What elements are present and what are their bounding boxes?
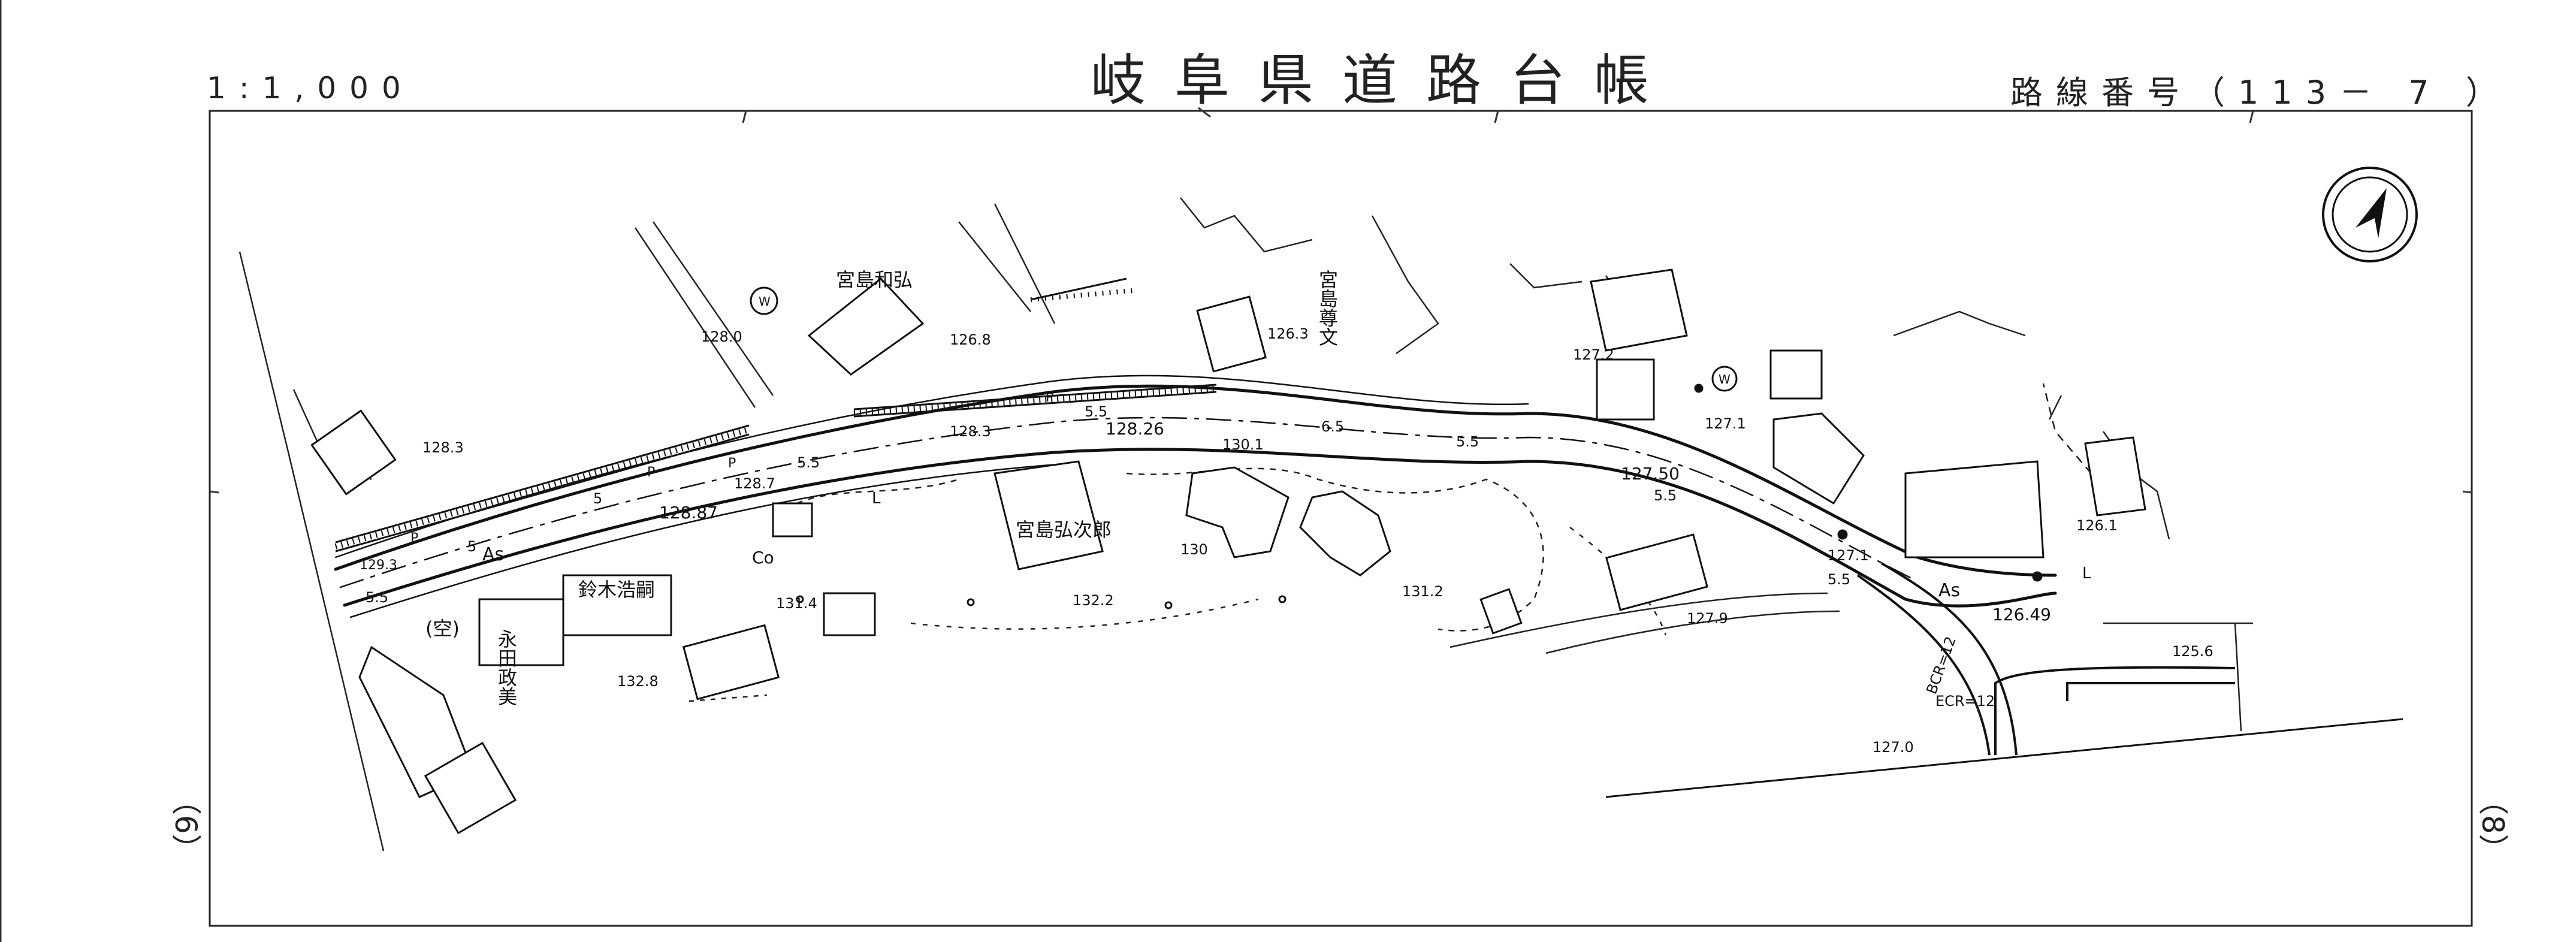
elevation-label: 131.2	[1402, 583, 1443, 600]
width-label: 5.5	[1654, 487, 1677, 504]
elevation-label: 127.1	[1705, 415, 1746, 432]
map-frame	[209, 110, 2473, 927]
elevation-label: 128.26	[1106, 419, 1164, 439]
elevation-label: 131.4	[776, 595, 817, 612]
sheet-link-left: （6）	[168, 785, 203, 864]
p-mark: P	[728, 456, 736, 471]
elevation-label: 127.0	[1873, 739, 1914, 756]
elevation-label: 126.8	[950, 331, 991, 348]
elevation-label: 127.9	[1687, 610, 1728, 627]
width-label: 5.5	[1828, 571, 1850, 588]
owner-label: (空)	[425, 617, 460, 640]
width-label: 5	[593, 490, 602, 507]
elevation-label: 128.0	[701, 328, 742, 345]
elevation-label: 129.3	[360, 558, 397, 573]
width-label: 5.5	[1085, 403, 1107, 420]
curve-mark: L	[872, 490, 881, 508]
buildings	[310, 268, 2146, 835]
width-label: 5.5	[366, 589, 388, 606]
curve-mark: L	[2082, 564, 2091, 582]
elevation-label: 127.50	[1621, 464, 1680, 484]
elevation-label: 132.2	[1073, 592, 1114, 609]
owner-label: 宮島弘次郎	[1016, 518, 1112, 541]
owner-label: 永田政美	[495, 629, 518, 706]
elevation-label: 126.49	[1992, 605, 2051, 624]
side-road	[1605, 562, 2403, 798]
elevation-label: 126.1	[2076, 517, 2118, 534]
well-label: W	[759, 294, 771, 309]
width-label: 5.5	[1456, 433, 1479, 450]
route-number: 路線番号（113－ 7 ）	[2010, 74, 2511, 111]
elevation-label: 128.3	[422, 439, 464, 456]
elevation-label: 132.8	[617, 673, 659, 690]
elevation-label: 126.3	[1267, 325, 1309, 342]
surface-label: As	[482, 544, 504, 565]
p-mark: P	[410, 531, 418, 546]
retaining-wall	[334, 277, 1217, 552]
owner-label: 宮島尊文	[1316, 270, 1339, 346]
elevation-label: 128.7	[734, 475, 775, 492]
elevation-label: 128.3	[950, 423, 991, 440]
width-label: 5	[467, 538, 476, 555]
elevation-label: 127.2	[1573, 346, 1614, 363]
page-title: 岐阜県道路台帳	[1091, 49, 1678, 113]
width-label: 6.5	[1321, 418, 1344, 435]
surface-label: As	[1938, 580, 1960, 601]
owner-label: 鈴木浩嗣	[578, 578, 655, 601]
curve-label: ECR=12	[1935, 693, 1995, 709]
p-mark: P	[647, 465, 655, 480]
conc-label: Co	[752, 548, 774, 567]
well-label: W	[1719, 372, 1731, 387]
elevation-label: 130.1	[1222, 436, 1264, 453]
elevation-label: 130	[1180, 541, 1208, 558]
elevation-label: 127.1	[1828, 547, 1869, 564]
sheet-link-right: （8）	[2475, 785, 2510, 864]
map-symbols	[750, 286, 2043, 609]
owner-label: 宮島和弘	[836, 268, 913, 291]
width-label: 5.5	[797, 454, 820, 471]
elevation-label: 125.6	[2172, 643, 2213, 660]
scale-label: 1:1,000	[207, 71, 414, 105]
elevation-label: 128.87	[659, 503, 718, 523]
frame-ticks	[0, 0, 2472, 942]
p-mark: P	[1046, 390, 1053, 405]
north-arrow-icon	[2322, 167, 2418, 262]
